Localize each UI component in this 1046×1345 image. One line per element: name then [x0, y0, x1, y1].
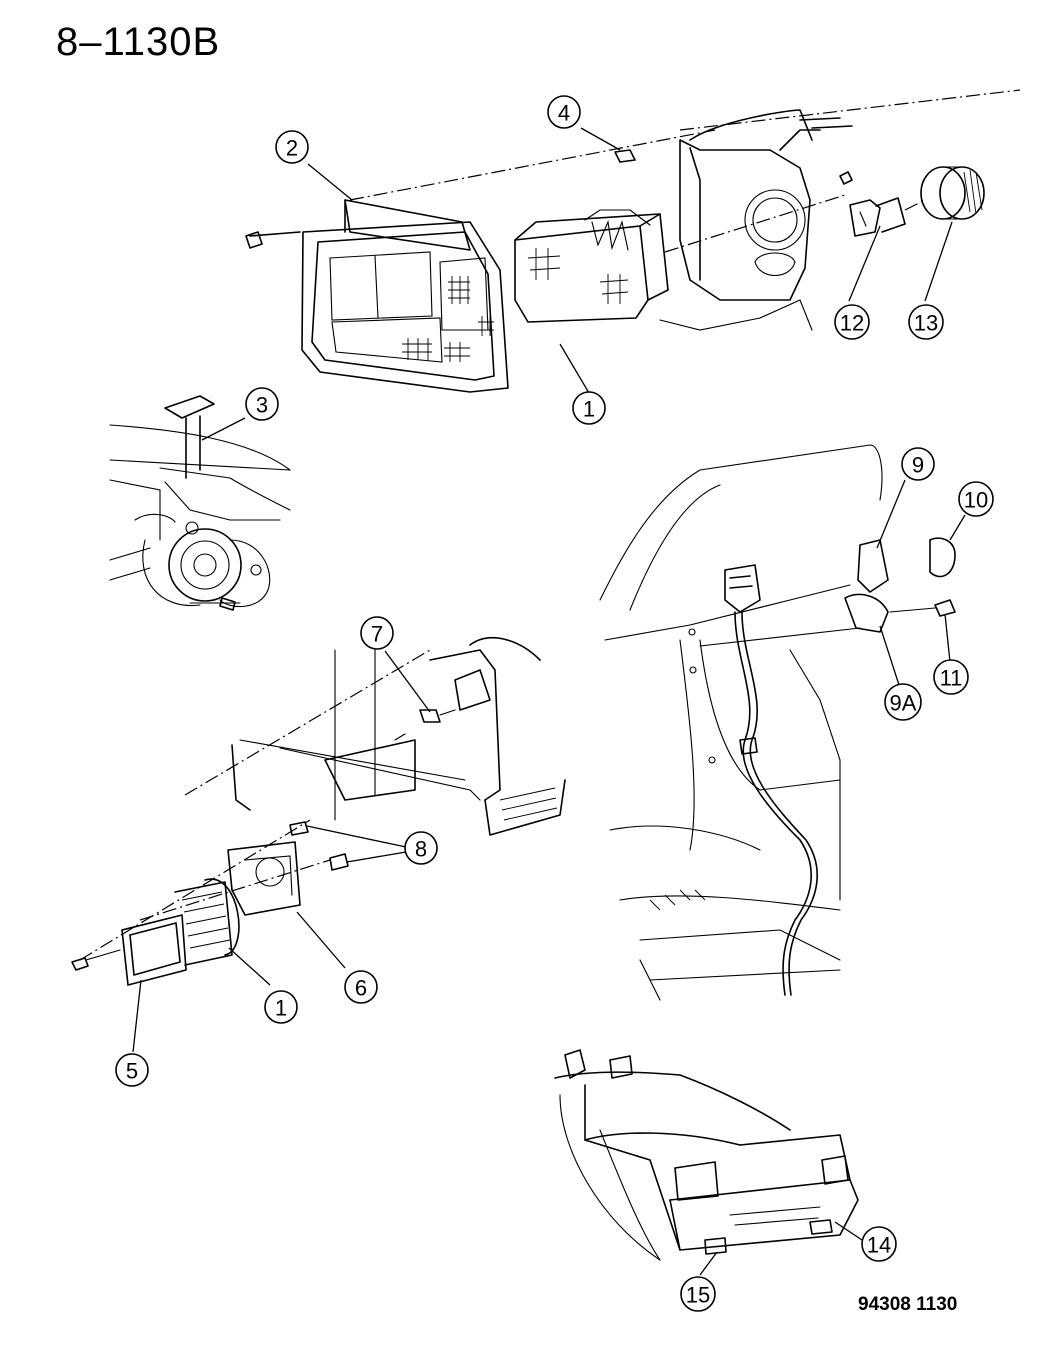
adjuster-view-drawing [109, 395, 291, 611]
callout-1-bottom: 1 [264, 990, 298, 1024]
callout-11-label: 11 [940, 666, 963, 691]
callout-4: 4 [547, 95, 581, 129]
callout-7: 7 [360, 616, 394, 650]
callout-15-label: 15 [686, 1283, 710, 1308]
callout-9a: 9A [884, 683, 922, 721]
callout-6: 6 [344, 970, 378, 1004]
callout-10-label: 10 [964, 488, 988, 513]
engine-compartment-drawing [599, 444, 956, 1001]
vehicle-front-drawing [554, 1049, 859, 1261]
callout-3: 3 [245, 387, 279, 421]
headlamp-housing-drawing [514, 209, 669, 323]
callout-13: 13 [908, 304, 944, 340]
callout-7-label: 7 [371, 622, 383, 647]
callout-13-label: 13 [914, 311, 938, 336]
callout-1-bottom-label: 1 [275, 996, 287, 1021]
retainer-ring-drawing [920, 166, 985, 220]
headlamp-bezel-drawing [245, 199, 509, 393]
callout-14: 14 [861, 1226, 897, 1262]
callout-2-label: 2 [286, 136, 298, 161]
leader-lines [132, 127, 966, 1276]
top-explosion-lines [349, 129, 926, 253]
callout-3-label: 3 [256, 393, 268, 418]
callout-1-top: 1 [572, 391, 606, 425]
callout-4-label: 4 [558, 101, 570, 126]
callout-2: 2 [275, 130, 309, 164]
callout-5: 5 [115, 1053, 149, 1087]
callout-5-label: 5 [126, 1059, 138, 1084]
exploded-lamp-drawing [71, 819, 349, 986]
drawing-number: 94308 1130 [858, 1294, 958, 1315]
callout-8-label: 8 [415, 837, 427, 862]
callout-9a-label: 9A [890, 691, 917, 716]
fender-drawing [659, 89, 1021, 331]
callout-9-label: 9 [912, 453, 924, 478]
callout-14-label: 14 [867, 1233, 891, 1258]
callout-12: 12 [834, 304, 870, 340]
callout-6-label: 6 [355, 976, 367, 1001]
callout-9: 9 [901, 447, 935, 481]
callout-1-top-label: 1 [583, 397, 595, 422]
callout-15: 15 [680, 1276, 716, 1312]
mounting-view-drawing [184, 637, 566, 836]
callout-11: 11 [933, 659, 969, 695]
callout-8: 8 [404, 831, 438, 865]
bulb-drawing [849, 197, 906, 237]
sheet-title: 8–1130B [56, 20, 221, 64]
callout-10: 10 [958, 481, 994, 517]
callout-12-label: 12 [840, 311, 864, 336]
